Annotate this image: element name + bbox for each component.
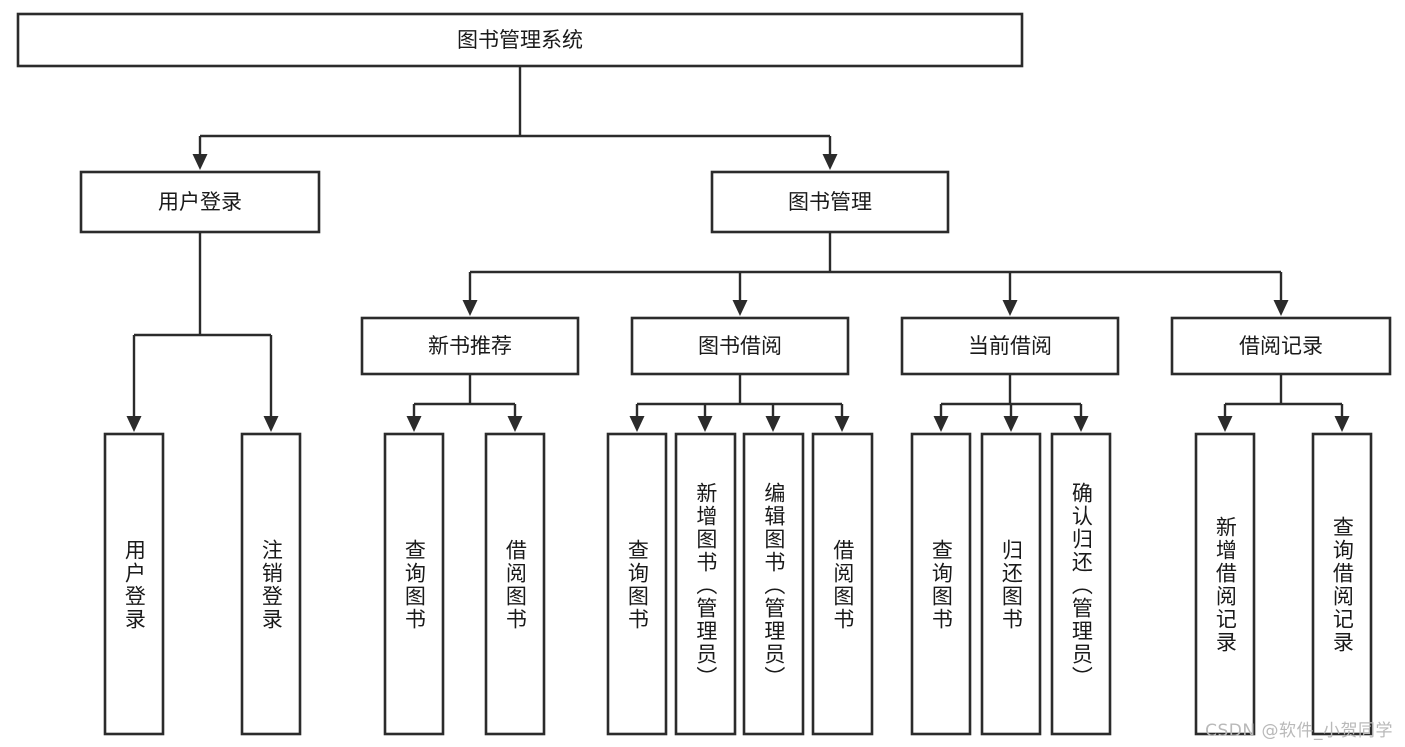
arrow-head-icon [933,416,949,432]
arrow-head-icon [462,300,478,316]
arrow-head-icon [192,154,208,170]
leaf-node[interactable] [1050,432,1112,736]
arrow-head-icon [834,416,850,432]
arrow-head-icon [1334,416,1350,432]
root-node[interactable] [16,12,1024,68]
level3-node[interactable] [900,316,1120,376]
arrow-head-icon [822,154,838,170]
level3-node[interactable] [1170,316,1392,376]
arrow-head-icon [697,416,713,432]
arrowhead-layer [126,154,1350,432]
leaf-node[interactable] [811,432,874,736]
arrow-head-icon [1217,416,1233,432]
node-label: 图书借阅 [698,334,782,358]
arrow-head-icon [507,416,523,432]
leaf-node[interactable] [674,432,737,736]
leaf-node[interactable] [980,432,1042,736]
node-label: 借阅记录 [1239,334,1323,358]
leaf-node[interactable] [240,432,302,736]
leaf-node[interactable] [383,432,445,736]
leaf-node[interactable] [1311,432,1373,736]
node-label: 图书管理 [788,190,872,214]
level2-node[interactable] [79,170,321,234]
level3-node[interactable] [360,316,580,376]
arrow-head-icon [1003,416,1019,432]
arrow-head-icon [1002,300,1018,316]
arrow-head-icon [732,300,748,316]
level3-node[interactable] [630,316,850,376]
leaf-node[interactable] [484,432,546,736]
arrow-head-icon [629,416,645,432]
leaf-node[interactable] [910,432,972,736]
arrow-head-icon [406,416,422,432]
level2-node[interactable] [710,170,950,234]
node-label: 图书管理系统 [457,28,583,52]
leaf-node[interactable] [103,432,165,736]
node-label: 用户登录 [158,190,242,214]
arrow-head-icon [765,416,781,432]
leaf-node[interactable] [1194,432,1256,736]
arrow-head-icon [263,416,279,432]
arrow-head-icon [1073,416,1089,432]
node-label: 新书推荐 [428,334,512,358]
arrow-head-icon [126,416,142,432]
arrow-head-icon [1273,300,1289,316]
leaf-node[interactable] [606,432,668,736]
node-label: 当前借阅 [968,334,1052,358]
watermark-text: CSDN @软件_小贺同学 [1205,721,1393,741]
leaf-node[interactable] [742,432,805,736]
